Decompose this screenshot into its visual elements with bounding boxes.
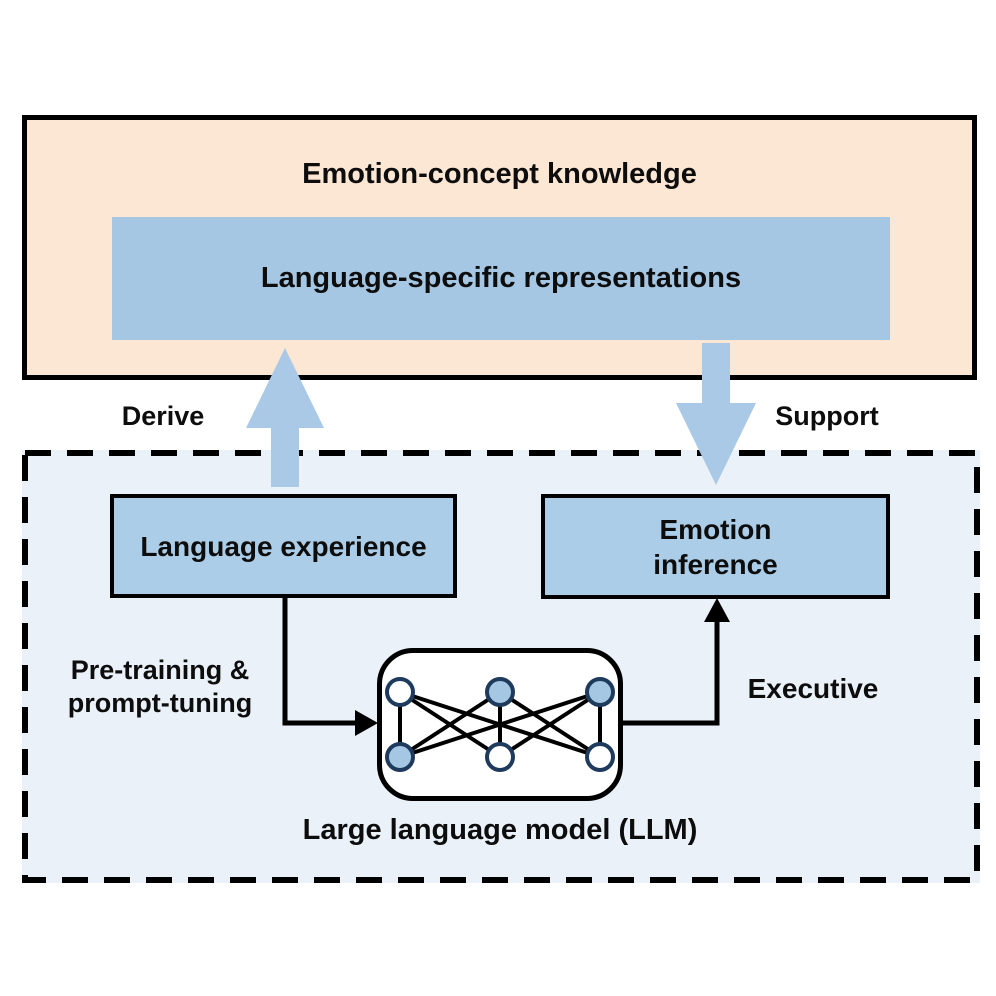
llm-box [377,648,623,801]
derive-label: Derive [121,401,205,431]
emotion-inference-box: Emotion inference [541,494,890,599]
language-experience-label: Language experience [140,530,427,562]
language-specific-representations-box: Language-specific representations [112,217,890,340]
emotion-inference-label-line2: inference [653,548,778,580]
pretraining-line1: Pre-training & [70,655,250,685]
pretraining-prompt-tuning-label: Pre-training & prompt-tuning [39,654,281,720]
support-label: Support [775,401,879,431]
executive-label: Executive [747,673,879,704]
language-experience-box: Language experience [110,494,457,598]
pretraining-line2: prompt-tuning [67,687,253,718]
emotion-inference-label-line1: Emotion [659,513,772,545]
llm-caption: Large language model (LLM) [302,814,698,846]
emotion-concept-knowledge-title: Emotion-concept knowledge [302,158,697,190]
language-specific-representations-label: Language-specific representations [260,262,742,294]
